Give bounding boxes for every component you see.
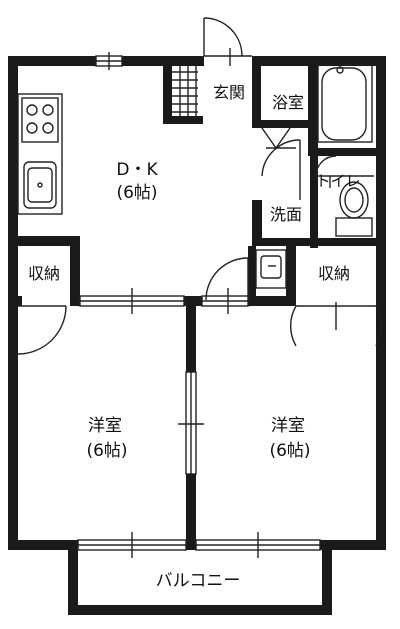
storage-left-label: 収納 <box>28 264 60 283</box>
toilet <box>329 176 373 237</box>
western2-size: (6帖) <box>269 441 310 461</box>
bath-door <box>261 127 296 149</box>
entrance-step <box>172 66 198 116</box>
entrance-label: 玄関 <box>213 83 245 102</box>
room-labels: D・K (6帖) 玄関 浴室 洗面 トイレ 収納 収納 洋室 (6帖) 洋室 (… <box>28 83 361 591</box>
window-top <box>95 52 123 70</box>
western2-door <box>205 257 249 301</box>
kitchen-counter <box>17 93 63 215</box>
western1-size: (6帖) <box>86 441 127 461</box>
balcony-window-left <box>77 532 187 558</box>
washroom-door <box>261 139 301 200</box>
washroom-label: 洗面 <box>270 205 302 224</box>
balcony-label: バルコニー <box>156 571 241 591</box>
dk-size: (6帖) <box>116 183 157 203</box>
toilet-label: トイレ <box>315 172 360 190</box>
walls <box>8 56 386 615</box>
sliding-door-dk-west1 <box>79 288 185 314</box>
thin-lines <box>17 17 383 558</box>
storage-left-door <box>17 305 67 355</box>
entrance-door <box>203 17 252 66</box>
storage-right-label: 収納 <box>318 264 350 283</box>
toilet-door <box>315 155 374 177</box>
western1-name: 洋室 <box>88 416 122 436</box>
bath-label: 浴室 <box>272 93 304 112</box>
sliding-door-dk-west2 <box>201 288 249 314</box>
western2-name: 洋室 <box>271 416 305 436</box>
storage-right-door <box>289 302 383 347</box>
washroom-sink <box>255 249 287 289</box>
balcony-window-right <box>195 532 321 558</box>
sliding-door-middle <box>178 371 204 475</box>
bathtub <box>317 63 373 143</box>
dk-name: D・K <box>116 160 158 180</box>
